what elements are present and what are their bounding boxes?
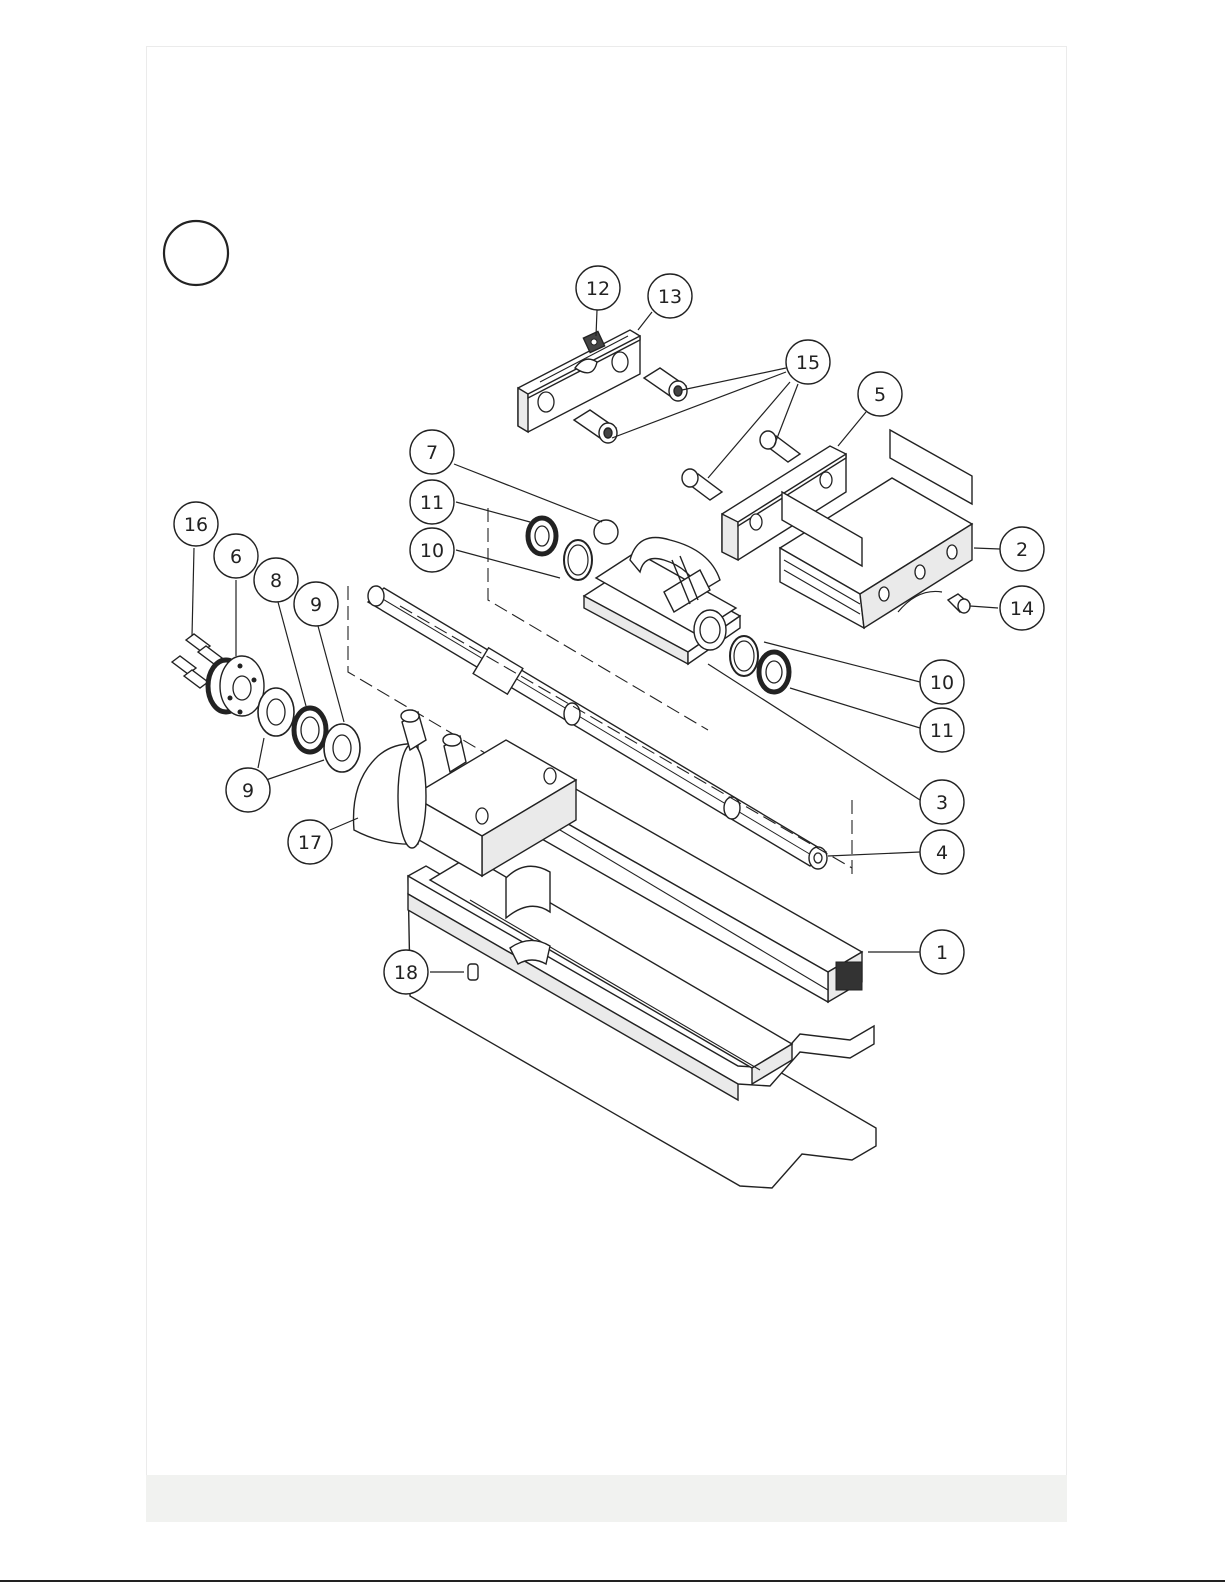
callout-label: 8 [270, 570, 282, 592]
callout-5: 5 [858, 372, 902, 416]
callout-label: 9 [242, 780, 254, 802]
callout-label: 9 [310, 594, 322, 616]
callout-label: 17 [298, 832, 322, 854]
callout-14: 14 [1000, 586, 1044, 630]
callout-label: 13 [658, 286, 682, 308]
callout-17: 17 [288, 820, 332, 864]
callout-7: 7 [410, 430, 454, 474]
callout-10: 10 [410, 528, 454, 572]
callout-label: 6 [230, 546, 242, 568]
callout-8: 8 [254, 558, 298, 602]
view-marker-circle [164, 221, 228, 285]
dowel-pin [468, 964, 478, 980]
callout-9: 9 [226, 768, 270, 812]
callout-1: 1 [920, 930, 964, 974]
callout-11: 11 [410, 480, 454, 524]
callout-label: 14 [1010, 598, 1034, 620]
callout-label: 11 [420, 492, 444, 514]
callout-label: 16 [184, 514, 208, 536]
callout-13: 13 [648, 274, 692, 318]
callout-label: 12 [586, 278, 610, 300]
callout-15: 15 [786, 340, 830, 384]
callout-label: 1 [936, 942, 948, 964]
callout-label: 4 [936, 842, 948, 864]
callout-18: 18 [384, 950, 428, 994]
callout-label: 18 [394, 962, 418, 984]
callout-label: 3 [936, 792, 948, 814]
callout-3: 3 [920, 780, 964, 824]
callout-4: 4 [920, 830, 964, 874]
piston-group [172, 634, 360, 772]
callout-2: 2 [1000, 527, 1044, 571]
callout-label: 15 [796, 352, 820, 374]
callout-6: 6 [214, 534, 258, 578]
base-body [354, 710, 877, 1188]
callout-12: 12 [576, 266, 620, 310]
ball [594, 520, 618, 544]
callout-10: 10 [920, 660, 964, 704]
callout-label: 10 [420, 540, 444, 562]
set-screw [948, 594, 970, 613]
callout-16: 16 [174, 502, 218, 546]
nut-block [584, 538, 740, 665]
callout-9: 9 [294, 582, 338, 626]
callout-label: 2 [1016, 539, 1028, 561]
callout-label: 5 [874, 384, 886, 406]
callout-11: 11 [920, 708, 964, 752]
callout-label: 11 [930, 720, 954, 742]
callout-label: 10 [930, 672, 954, 694]
callout-label: 7 [426, 442, 438, 464]
